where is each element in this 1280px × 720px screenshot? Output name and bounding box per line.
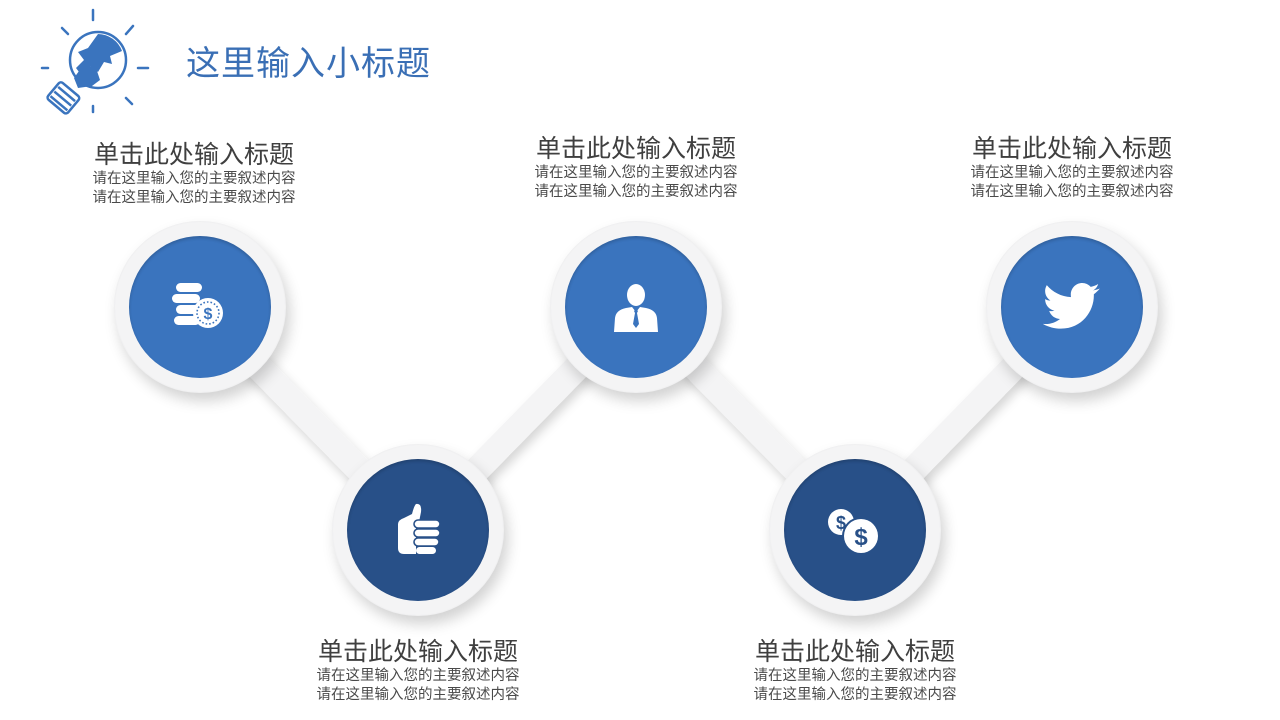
step-desc-line2[interactable]: 请在这里输入您的主要叙述内容 — [92, 190, 296, 206]
step-desc-line2[interactable]: 请在这里输入您的主要叙述内容 — [534, 184, 738, 200]
step-node-5[interactable] — [986, 221, 1158, 393]
step-text-2: 单击此处输入标题 请在这里输入您的主要叙述内容 请在这里输入您的主要叙述内容 — [278, 637, 558, 705]
step-title[interactable]: 单击此处输入标题 — [93, 140, 294, 169]
lightbulb-puzzle-icon — [40, 8, 150, 115]
two-dollar-coins-icon: $ $ — [828, 509, 880, 555]
page-title: 这里输入小标题 — [186, 44, 431, 84]
step-text-4: 单击此处输入标题 请在这里输入您的主要叙述内容 请在这里输入您的主要叙述内容 — [715, 637, 995, 705]
step-node-4[interactable]: $ $ — [769, 444, 941, 616]
slide-header: 这里输入小标题 — [0, 0, 600, 120]
svg-text:$: $ — [854, 524, 868, 551]
step-text-3: 单击此处输入标题 请在这里输入您的主要叙述内容 请在这里输入您的主要叙述内容 — [496, 134, 776, 202]
svg-text:$: $ — [836, 513, 846, 533]
step-title[interactable]: 单击此处输入标题 — [754, 637, 955, 666]
step-desc-line1[interactable]: 请在这里输入您的主要叙述内容 — [970, 165, 1174, 181]
step-desc-line1[interactable]: 请在这里输入您的主要叙述内容 — [753, 668, 957, 684]
step-title[interactable]: 单击此处输入标题 — [971, 134, 1172, 163]
twitter-bird-icon — [1043, 283, 1100, 329]
step-node-1[interactable]: $ — [114, 221, 286, 393]
thumbs-up-icon — [398, 503, 441, 554]
step-title[interactable]: 单击此处输入标题 — [535, 134, 736, 163]
step-desc-line2[interactable]: 请在这里输入您的主要叙述内容 — [316, 687, 520, 703]
step-node-3[interactable] — [550, 221, 722, 393]
svg-text:$: $ — [204, 306, 213, 323]
step-title[interactable]: 单击此处输入标题 — [317, 637, 518, 666]
step-desc-line2[interactable]: 请在这里输入您的主要叙述内容 — [970, 184, 1174, 200]
step-desc-line1[interactable]: 请在这里输入您的主要叙述内容 — [534, 165, 738, 181]
coins-dollar-icon: $ — [172, 283, 223, 328]
step-text-1: 单击此处输入标题 请在这里输入您的主要叙述内容 请在这里输入您的主要叙述内容 — [54, 140, 334, 208]
businessman-icon — [614, 284, 658, 332]
step-node-2[interactable] — [332, 444, 504, 616]
step-desc-line2[interactable]: 请在这里输入您的主要叙述内容 — [753, 687, 957, 703]
step-desc-line1[interactable]: 请在这里输入您的主要叙述内容 — [316, 668, 520, 684]
step-text-5: 单击此处输入标题 请在这里输入您的主要叙述内容 请在这里输入您的主要叙述内容 — [932, 134, 1212, 202]
step-desc-line1[interactable]: 请在这里输入您的主要叙述内容 — [92, 171, 296, 187]
